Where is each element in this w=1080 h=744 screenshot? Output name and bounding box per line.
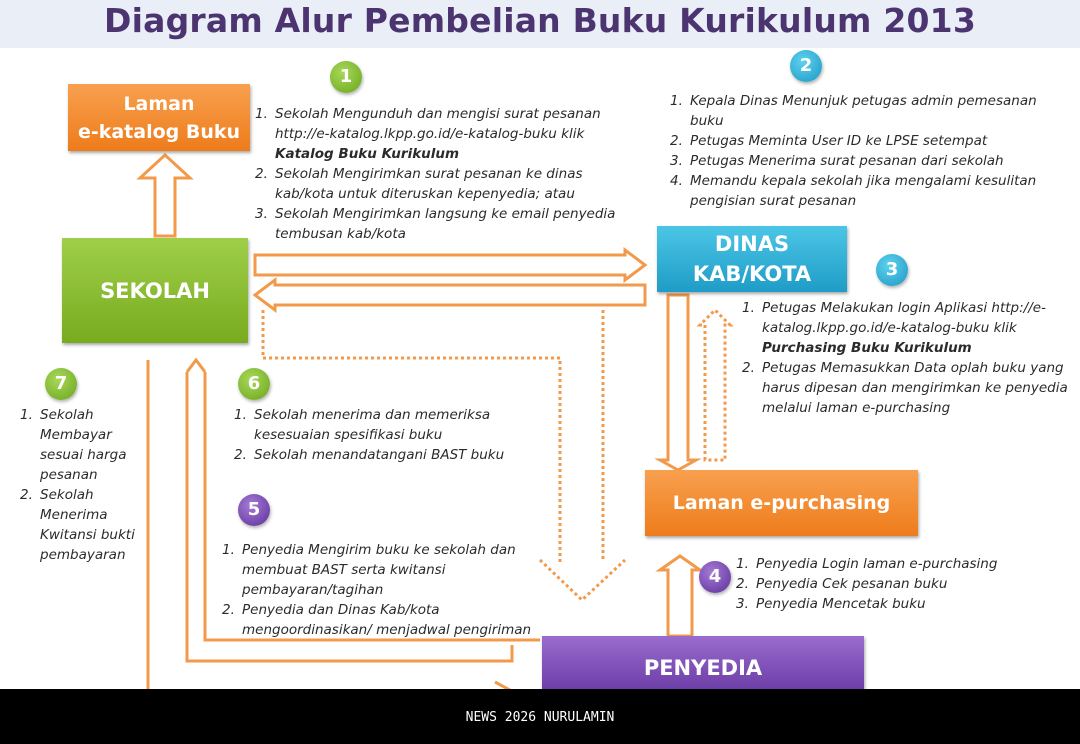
node-dinas: DINAS KAB/KOTA (657, 226, 847, 292)
diagram-title: Diagram Alur Pembelian Buku Kurikulum 20… (104, 1, 976, 40)
node-penyedia: PENYEDIA (542, 636, 864, 689)
node-dinas-line2: KAB/KOTA (692, 262, 812, 286)
step-7-1: 1.Sekolah Membayar sesuai harga pesanan (20, 407, 127, 483)
step-badge-6: 6 (238, 368, 270, 400)
node-dinas-line1: DINAS (714, 232, 790, 256)
steps-7: 1.Sekolah Membayar sesuai harga pesanan … (20, 405, 138, 565)
step-1-1: 1. Sekolah Mengunduh dan mengisi surat p… (255, 106, 601, 162)
step-6-2: 2.Sekolah menandatangani BAST buku (234, 447, 505, 463)
step-4-3: 3.Penyedia Mencetak buku (736, 596, 926, 612)
return-arrowhead (185, 357, 207, 373)
step-badge-4: 4 (699, 561, 731, 593)
node-ekatalog: Laman e-katalog Buku (68, 84, 250, 151)
step-5-1: 1.Penyedia Mengirim buku ke sekolah dan … (222, 542, 516, 598)
steps-4: 1.Penyedia Login laman e-purchasing 2.Pe… (736, 554, 1066, 614)
step-2-3: 3.Petugas Menerima surat pesanan dari se… (670, 153, 1004, 169)
step-badge-3: 3 (876, 254, 908, 286)
step-1-3: 3.Sekolah Mengirimkan langsung ke email … (255, 206, 616, 242)
step-4-2: 2.Penyedia Cek pesanan buku (736, 576, 948, 592)
step-badge-1: 1 (330, 61, 362, 93)
step-badge-5: 5 (238, 494, 270, 526)
steps-1: 1. Sekolah Mengunduh dan mengisi surat p… (255, 104, 620, 244)
dotted-route-head (538, 558, 627, 603)
step-4-1: 1.Penyedia Login laman e-purchasing (736, 556, 998, 572)
title-band (0, 0, 1080, 48)
step-3-1-emphasis: Purchasing Buku Kurikulum (762, 340, 972, 356)
step-1-1-emphasis: Katalog Buku Kurikulum (275, 146, 460, 162)
dotted-route-outer (261, 310, 562, 562)
step-badge-2: 2 (790, 50, 822, 82)
step-5-2: 2.Penyedia dan Dinas Kab/kota mengoordin… (222, 602, 532, 638)
node-ekatalog-line2: e-katalog Buku (77, 120, 241, 143)
step-1-2: 2.Sekolah Mengirimkan surat pesanan ke d… (255, 166, 583, 202)
steps-6: 1.Sekolah menerima dan memeriksa kesesua… (234, 405, 524, 465)
footer-watermark: NEWS 2026 NURULAMIN (465, 710, 615, 725)
step-7-2: 2.Sekolah Menerima Kwitansi bukti pembay… (20, 487, 135, 563)
steps-3: 1. Petugas Melakukan login Aplikasi http… (742, 298, 1072, 418)
step-badge-7: 7 (45, 368, 77, 400)
footer-bar (0, 689, 1080, 744)
step-2-2: 2.Petugas Meminta User ID ke LPSE setemp… (670, 133, 988, 149)
return-line-outer (185, 372, 514, 663)
node-epurchasing: Laman e-purchasing (645, 470, 918, 536)
arrow-dinas-to-sekolah (252, 277, 647, 313)
node-sekolah: SEKOLAH (62, 238, 248, 343)
node-penyedia-label: PENYEDIA (643, 656, 763, 680)
arrow-penyedia-to-epurchasing (655, 554, 705, 638)
step-2-4: 4.Memandu kepala sekolah jika mengalami … (670, 173, 1037, 209)
step-6-1: 1.Sekolah menerima dan memeriksa kesesua… (234, 407, 491, 443)
arrow-dinas-to-epurchasing (654, 293, 702, 472)
return-line-inner (203, 372, 540, 642)
arrow-sekolah-to-ekatalog (136, 152, 194, 238)
step-2-1: 1.Kepala Dinas Menunjuk petugas admin pe… (670, 93, 1037, 129)
steps-2: 1.Kepala Dinas Menunjuk petugas admin pe… (670, 91, 1055, 211)
node-ekatalog-line1: Laman (123, 92, 195, 115)
arrow-dotted-epurchasing-to-dinas (696, 307, 734, 462)
arrow-sekolah-to-dinas (253, 247, 648, 283)
step-3-2: 2.Petugas Memasukkan Data oplah buku yan… (742, 360, 1068, 416)
node-sekolah-label: SEKOLAH (100, 278, 210, 303)
steps-5: 1.Penyedia Mengirim buku ke sekolah dan … (222, 540, 540, 640)
step-3-1: 1. Petugas Melakukan login Aplikasi http… (742, 300, 1046, 356)
node-epurchasing-label: Laman e-purchasing (672, 492, 891, 514)
